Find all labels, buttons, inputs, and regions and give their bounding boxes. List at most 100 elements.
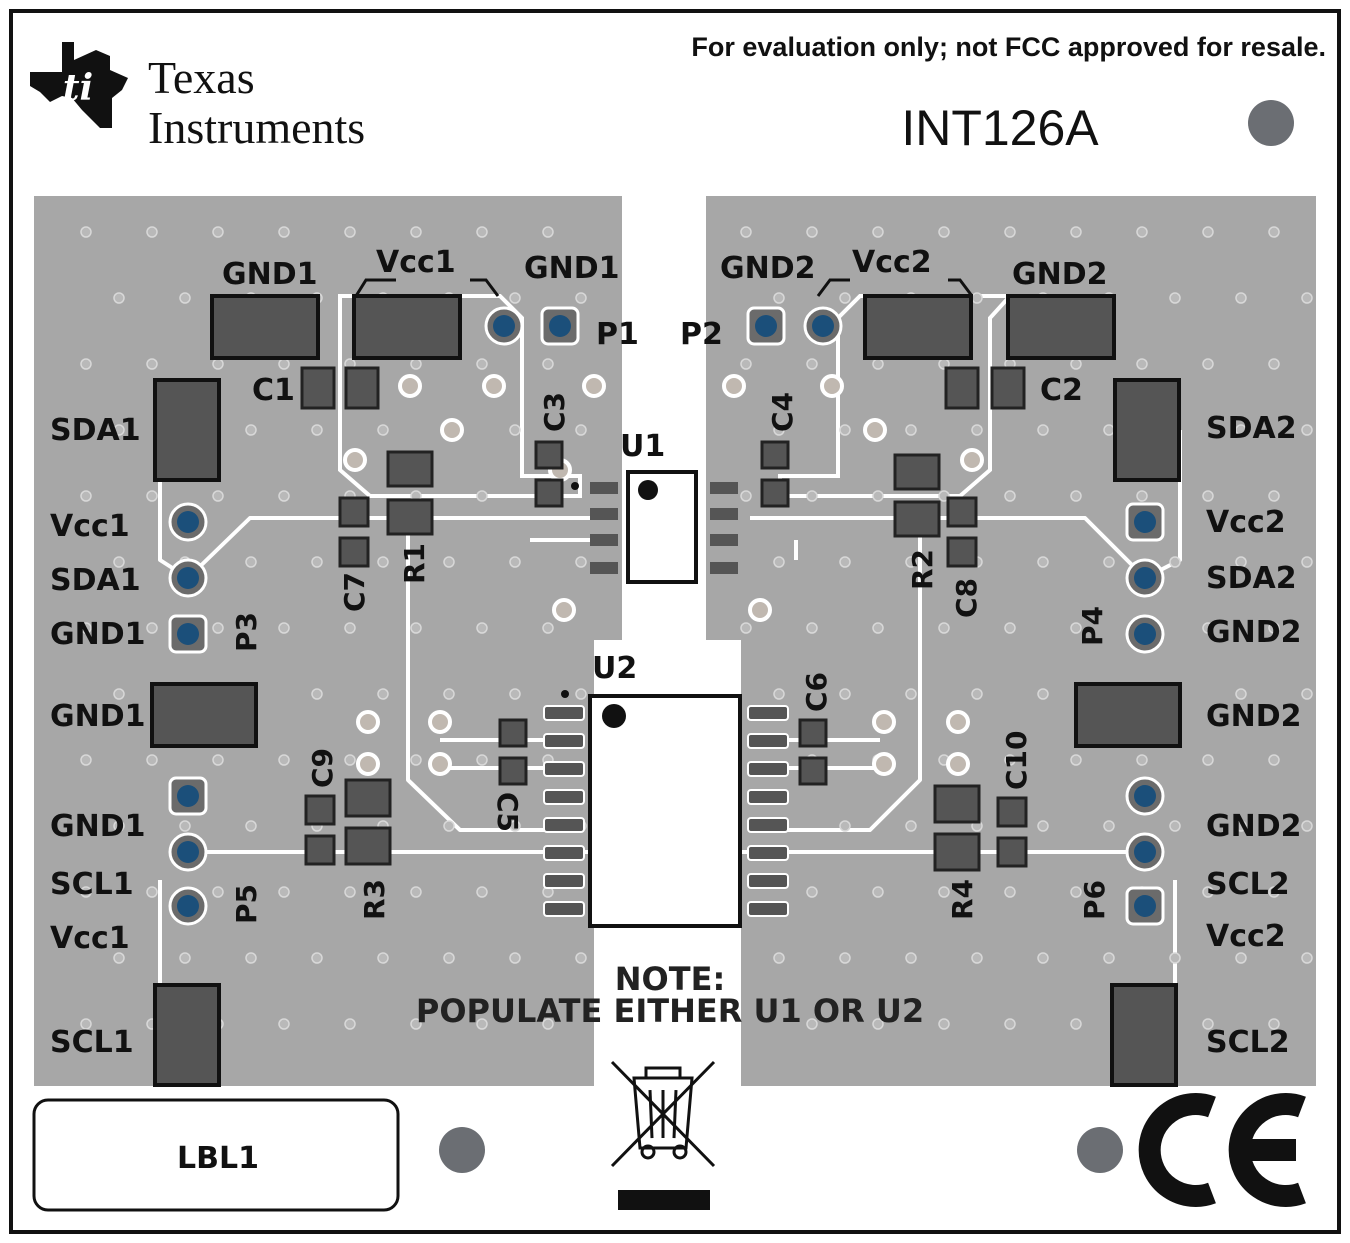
plated-hole xyxy=(582,374,606,398)
stitching-via xyxy=(1070,490,1082,502)
stitching-via xyxy=(905,820,917,832)
mounting-holes xyxy=(439,100,1294,1173)
label-c3: C3 xyxy=(538,392,571,432)
stitching-via xyxy=(938,226,950,238)
label-r2: R2 xyxy=(906,549,939,590)
u2-pin xyxy=(543,789,585,805)
stitching-via xyxy=(1235,424,1247,436)
plated-hole xyxy=(872,752,896,776)
label-c9: C9 xyxy=(306,748,339,788)
stitching-via xyxy=(344,886,356,898)
stitching-via xyxy=(476,1018,488,1030)
stitching-via xyxy=(773,556,785,568)
stitching-via xyxy=(1070,358,1082,370)
stitching-via xyxy=(476,754,488,766)
stitching-via xyxy=(311,424,323,436)
label-scl2-p6: SCL2 xyxy=(1206,867,1290,902)
stitching-via xyxy=(278,754,290,766)
stitching-via xyxy=(410,622,422,634)
label-gnd1-jumper: GND1 xyxy=(50,699,146,734)
stitching-via xyxy=(872,358,884,370)
stitching-via xyxy=(1268,1018,1280,1030)
plated-hole xyxy=(946,710,970,734)
texas-instruments-logo: ti Texas Instruments xyxy=(30,42,365,153)
label-r3: R3 xyxy=(358,879,391,920)
stitching-via xyxy=(311,688,323,700)
stitching-via xyxy=(80,490,92,502)
label-c1: C1 xyxy=(252,373,295,408)
u2-pin xyxy=(747,845,789,861)
stitching-via xyxy=(113,688,125,700)
stitching-via xyxy=(245,952,257,964)
label-gnd2-top: GND2 xyxy=(1012,257,1108,292)
stitching-via xyxy=(575,424,587,436)
stitching-via xyxy=(839,424,851,436)
stitching-via xyxy=(773,292,785,304)
stitching-via xyxy=(1004,226,1016,238)
stitching-via xyxy=(1268,490,1280,502)
label-vcc1-p3: Vcc1 xyxy=(50,509,130,544)
stitching-via xyxy=(179,292,191,304)
ce-mark-icon xyxy=(1138,1093,1306,1207)
u2-pin xyxy=(543,817,585,833)
stitching-via xyxy=(1070,622,1082,634)
stitching-via xyxy=(476,226,488,238)
fcc-disclaimer: For evaluation only; not FCC approved fo… xyxy=(691,32,1326,62)
stitching-via xyxy=(542,358,554,370)
label-u1: U1 xyxy=(620,429,665,464)
stitching-via xyxy=(806,1018,818,1030)
label-c7: C7 xyxy=(338,572,371,612)
stitching-via xyxy=(1235,688,1247,700)
plated-hole xyxy=(552,598,576,622)
note-text: POPULATE EITHER U1 OR U2 xyxy=(416,992,924,1030)
stitching-via xyxy=(509,424,521,436)
plated-hole xyxy=(343,448,367,472)
label-gnd1-p5: GND1 xyxy=(50,809,146,844)
label-p5: P5 xyxy=(230,884,263,924)
stitching-via xyxy=(212,622,224,634)
stitching-via xyxy=(1268,226,1280,238)
stitching-via xyxy=(542,1018,554,1030)
header-pin-via xyxy=(1125,558,1165,598)
stitching-via xyxy=(509,952,521,964)
stitching-via xyxy=(476,490,488,502)
label-p4: P4 xyxy=(1076,606,1109,646)
stitching-via xyxy=(905,688,917,700)
stitching-via xyxy=(80,226,92,238)
stitching-via xyxy=(1136,226,1148,238)
label-p2: P2 xyxy=(680,317,723,352)
stitching-via xyxy=(1103,424,1115,436)
label-gnd1-top: GND1 xyxy=(222,257,318,292)
stitching-via xyxy=(113,556,125,568)
stitching-via xyxy=(872,622,884,634)
stitching-via xyxy=(1235,292,1247,304)
stitching-via xyxy=(938,1018,950,1030)
stitching-via xyxy=(377,688,389,700)
stitching-via xyxy=(1202,226,1214,238)
stitching-via xyxy=(1037,952,1049,964)
stitching-via xyxy=(80,886,92,898)
label-c10: C10 xyxy=(1000,730,1033,790)
stitching-via xyxy=(839,820,851,832)
stitching-via xyxy=(872,490,884,502)
stitching-via xyxy=(905,424,917,436)
plated-hole xyxy=(863,418,887,442)
stitching-via xyxy=(971,424,983,436)
header-pin-via xyxy=(1125,832,1165,872)
stitching-via xyxy=(245,556,257,568)
label-sda1-p3: SDA1 xyxy=(50,563,141,598)
stitching-via xyxy=(1004,622,1016,634)
copper-pour-right-top xyxy=(706,196,1316,640)
stitching-via xyxy=(1070,1018,1082,1030)
u2-pin xyxy=(747,733,789,749)
stitching-via xyxy=(146,358,158,370)
stitching-via xyxy=(872,886,884,898)
stitching-via xyxy=(905,556,917,568)
stitching-via xyxy=(806,622,818,634)
stitching-via xyxy=(278,886,290,898)
header-pin-via xyxy=(540,306,580,346)
stitching-via xyxy=(410,1018,422,1030)
stitching-via xyxy=(1004,490,1016,502)
stitching-via xyxy=(212,754,224,766)
stitching-via xyxy=(212,358,224,370)
